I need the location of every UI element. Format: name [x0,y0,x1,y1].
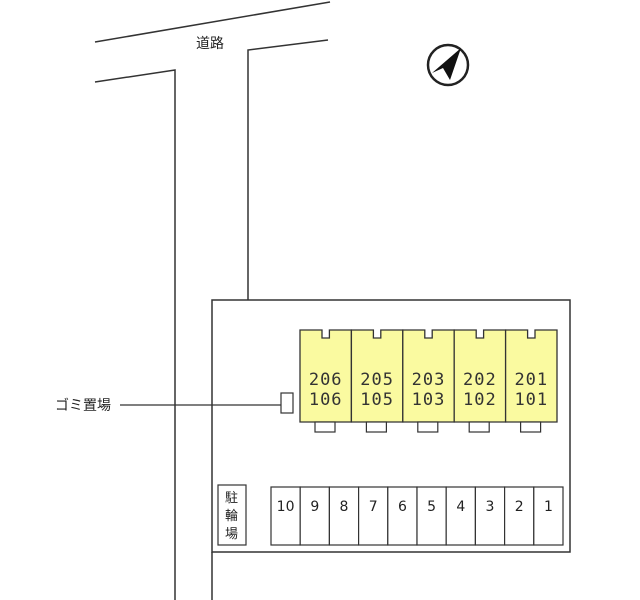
parking-slot-number: 8 [340,499,349,515]
north-arrow-icon [426,43,470,87]
unit-entrance [314,421,336,433]
unit-number-lower: 101 [514,390,548,410]
parking-slot-number: 7 [369,499,378,515]
unit-number-lower: 103 [412,390,446,410]
unit-number-lower: 105 [360,390,394,410]
parking-slot-number: 9 [310,499,319,515]
parking-slot-number: 4 [456,499,465,515]
parking-label-char-1: 駐 [225,491,238,506]
garbage-label: ゴミ置場 [55,397,111,414]
parking-slot-5 [416,486,447,546]
parking-label-char-3: 場 [225,527,238,542]
site-boundary [211,299,571,553]
unit-number-upper: 206 [309,370,343,390]
parking-slot-1 [533,486,564,546]
unit-number-upper: 202 [463,370,497,390]
unit-entrance [468,421,490,433]
parking-slot-10 [270,486,301,546]
road-label: 道路 [196,36,224,52]
bicycle-parking [217,484,247,546]
parking-slot-2 [504,486,535,546]
parking-slot-number: 6 [398,499,407,515]
parking-slot-9 [299,486,331,546]
unit-entrance [519,421,542,433]
parking-slot-number: 1 [544,499,553,515]
unit-number-lower: 102 [463,390,497,410]
parking-slot-3 [474,486,506,546]
parking-slot-6 [387,486,418,546]
unit-entrance [365,421,387,433]
parking-label-char-2: 輪 [225,508,238,524]
parking-slot-7 [358,486,389,546]
unit-number-lower: 106 [309,390,343,410]
parking-slots: 10 9 8 7 6 5 4 3 2 1 [270,486,564,546]
parking-slot-number: 10 [277,499,295,515]
parking-slot-4 [445,486,477,546]
parking-slot-8 [328,486,360,546]
parking-slot-number: 3 [486,499,495,515]
unit-number-upper: 205 [360,370,394,390]
road-lines [94,1,331,600]
parking-slot-number: 5 [427,499,436,515]
garbage-area [280,392,294,414]
parking-slot-number: 2 [515,499,524,515]
unit-entrance [417,421,439,433]
unit-number-upper: 201 [514,370,548,390]
unit-number-upper: 203 [412,370,446,390]
